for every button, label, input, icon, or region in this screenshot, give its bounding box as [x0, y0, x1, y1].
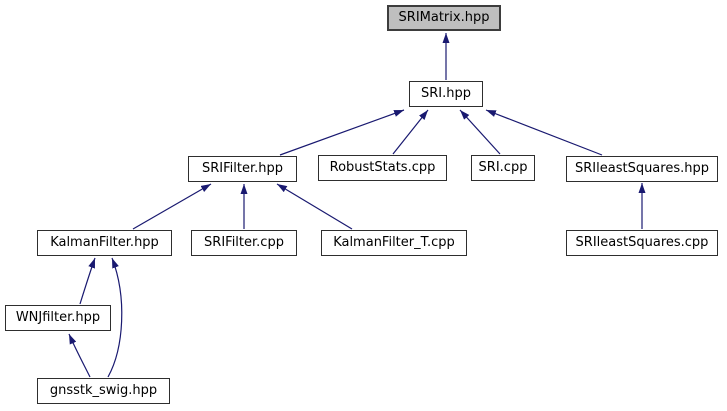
edge-kalmanfilter-hpp-to-srifilter-hpp: [132, 183, 212, 230]
edge-gnsstk-swig-hpp-to-kalmanfilter-hpp: [107, 257, 123, 378]
edge-sri-cpp-to-sri-hpp: [459, 109, 501, 155]
edge-robuststats-cpp-to-sri-hpp: [392, 109, 429, 155]
edge-wnjfilter-hpp-to-kalmanfilter-hpp: [79, 257, 96, 305]
edge-srifilter-hpp-to-sri-hpp: [279, 109, 405, 156]
node-kalmanfilter-t-cpp[interactable]: KalmanFilter_T.cpp: [321, 230, 467, 256]
node-sri-hpp[interactable]: SRI.hpp: [409, 81, 483, 107]
node-srifilter-hpp[interactable]: SRIFilter.hpp: [188, 156, 297, 182]
edge-gnsstk-swig-hpp-to-wnjfilter-hpp: [68, 333, 91, 378]
node-gnsstk-swig-hpp[interactable]: gnsstk_swig.hpp: [37, 378, 170, 404]
node-robuststats-cpp[interactable]: RobustStats.cpp: [318, 155, 447, 181]
node-wnjfilter-hpp[interactable]: WNJfilter.hpp: [5, 305, 111, 331]
node-srileastsquares-hpp[interactable]: SRIleastSquares.hpp: [566, 156, 718, 182]
node-sri-cpp[interactable]: SRI.cpp: [471, 155, 535, 181]
node-srileastsquares-cpp[interactable]: SRIleastSquares.cpp: [566, 230, 718, 256]
node-kalmanfilter-hpp[interactable]: KalmanFilter.hpp: [37, 230, 172, 256]
node-srifilter-cpp[interactable]: SRIFilter.cpp: [191, 230, 297, 256]
edge-srileastsquares-hpp-to-sri-hpp: [485, 109, 603, 156]
node-srimatrix-hpp: SRIMatrix.hpp: [387, 5, 501, 31]
edge-kalmanfilter-t-cpp-to-srifilter-hpp: [276, 183, 353, 230]
